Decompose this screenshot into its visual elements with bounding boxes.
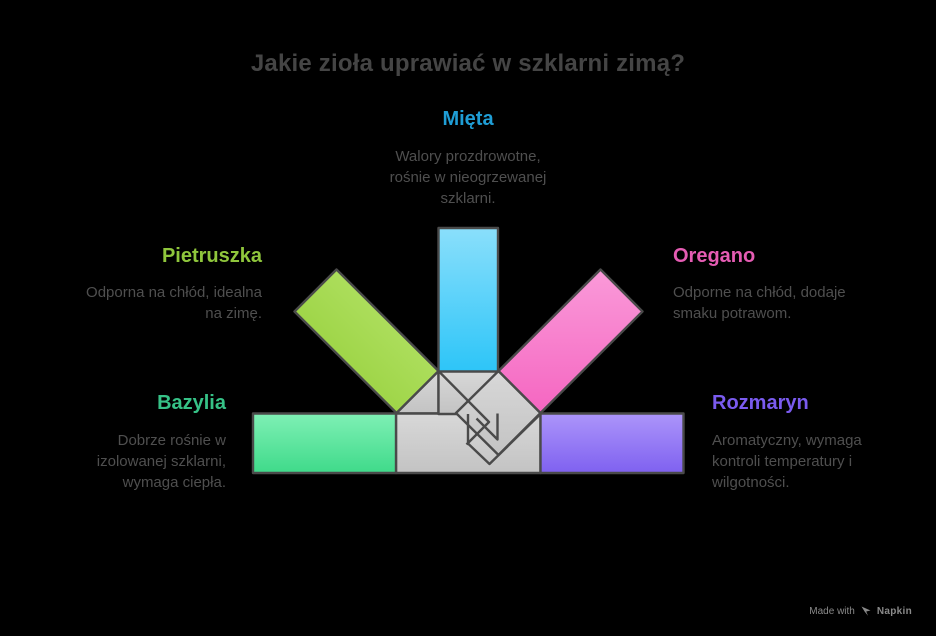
herb-block-oregano: Oregano Odporne na chłód, dodaje smaku p… <box>673 244 883 324</box>
oregano-arrow <box>497 268 644 415</box>
herb-desc-bazylia: Dobrze rośnie w izolowanej szklarni, wym… <box>26 430 226 493</box>
napkin-logo-icon <box>861 606 871 616</box>
herb-heading-bazylia: Bazylia <box>157 392 226 414</box>
fold-crease <box>475 413 499 441</box>
desc-line: Odporna na chłód, idealna <box>86 284 262 301</box>
herb-block-bazylia: Bazylia Dobrze rośnie w izolowanej szkla… <box>26 391 226 493</box>
brand-label: Napkin <box>876 605 912 617</box>
herb-heading-rozmaryn: Rozmaryn <box>712 392 809 414</box>
made-with-label: Made with <box>809 605 855 617</box>
herb-heading-mieta: Mięta <box>442 108 494 130</box>
desc-line: wymaga ciepła. <box>122 474 226 491</box>
desc-line: wilgotności. <box>712 474 790 491</box>
rozmaryn-arrow <box>539 412 685 475</box>
herb-desc-mieta: Walory prozdrowotne, rośnie w nieogrzewa… <box>368 146 568 209</box>
herb-desc-rozmaryn: Aromatyczny, wymaga kontroli temperatury… <box>712 430 912 493</box>
herb-heading-oregano: Oregano <box>673 245 756 267</box>
mieta-arrow <box>437 226 500 373</box>
desc-line: smaku potrawom. <box>673 305 792 322</box>
desc-line: szklarni. <box>440 190 496 207</box>
fold-crease <box>466 413 541 466</box>
herb-block-mieta: Mięta Walory prozdrowotne, rośnie w nieo… <box>368 107 568 209</box>
desc-line: Aromatyczny, wymaga <box>712 432 862 449</box>
desc-line: kontroli temperatury i <box>712 453 853 470</box>
fold-crease <box>437 370 491 446</box>
desc-line: rośnie w nieogrzewanej <box>389 169 547 186</box>
desc-line: Dobrze rośnie w <box>117 432 226 449</box>
herb-heading-pietruszka: Pietruszka <box>161 245 262 267</box>
page-title: Jakie zioła uprawiać w szklarni zimą? <box>250 50 686 77</box>
bazylia-arrow <box>251 412 398 475</box>
herb-block-rozmaryn: Rozmaryn Aromatyczny, wymaga kontroli te… <box>712 391 912 493</box>
desc-line: Walory prozdrowotne, <box>395 148 541 165</box>
pietruszka-arrow <box>293 268 440 415</box>
desc-line: na zimę. <box>205 305 262 322</box>
herb-desc-oregano: Odporne na chłód, dodaje smaku potrawom. <box>673 282 883 324</box>
desc-line: izolowanej szklarni, <box>96 453 226 470</box>
napkin-credit-link[interactable]: Made with Napkin <box>809 605 912 617</box>
desc-line: Odporne na chłód, dodaje <box>673 284 846 301</box>
herb-desc-pietruszka: Odporna na chłód, idealna na zimę. <box>62 282 262 324</box>
herb-block-pietruszka: Pietruszka Odporna na chłód, idealna na … <box>62 244 262 324</box>
